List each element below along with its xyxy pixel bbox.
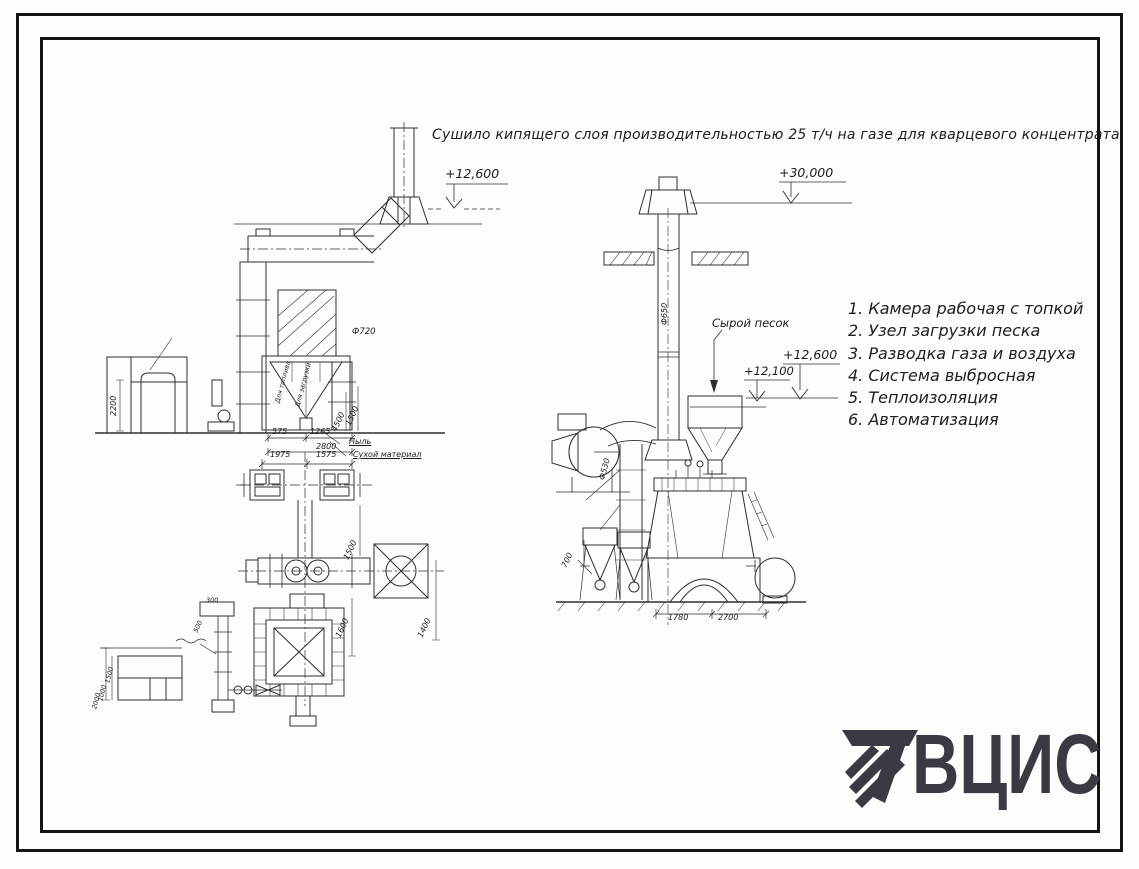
- drawing-right-elevation: [551, 176, 852, 625]
- dim-plan-small-a: 300: [206, 596, 219, 604]
- legend-item-6: 6. Автоматизация: [848, 410, 999, 430]
- legend-item-4: 4. Система выбросная: [848, 365, 1036, 385]
- dim-base-a: 575: [272, 427, 288, 436]
- dim-right-base-a: 1780: [668, 613, 689, 622]
- legend-item-3: 3. Разводка газа и воздуха: [848, 343, 1076, 363]
- dim-base-b: 1265: [310, 427, 331, 436]
- legend-item-1: 1. Камера рабочая с топкой: [848, 299, 1084, 318]
- label-dia-650: Ф650: [660, 302, 669, 325]
- drawing-title: Сушило кипящего слоя производительностью…: [432, 127, 1120, 143]
- label-dust: Пыль: [349, 437, 372, 446]
- drawing-left-elevation: [95, 122, 508, 457]
- dim-left-box-height: 2200: [109, 395, 118, 416]
- component-legend: 1. Камера рабочая с топкой 2. Узел загру…: [848, 298, 1083, 432]
- vcis-logo-icon: [842, 730, 918, 808]
- drawing-plan-view: [100, 452, 444, 727]
- dim-right-base-b: 2700: [718, 613, 739, 622]
- legend-item-5: 5. Теплоизоляция: [848, 388, 998, 408]
- elevation-mark-stack-top: +30,000: [779, 165, 834, 180]
- dim-plan-top-a: 1975: [270, 450, 291, 459]
- elevation-mark-mid-a: +12,100: [744, 364, 794, 378]
- label-raw-sand: Сырой песок: [712, 316, 790, 330]
- elevation-mark-mid-b: +12,600: [783, 347, 838, 362]
- elevation-mark-left: +12,600: [445, 166, 500, 181]
- vcis-logo-text: ВЦИС: [912, 717, 1102, 811]
- raw-sand-arrowhead: [710, 380, 718, 393]
- legend-item-2: 2. Узел загрузки песка: [848, 321, 1041, 341]
- sheet-border-inner: [40, 37, 1100, 833]
- sheet-border-outer: [16, 13, 1123, 852]
- dim-plan-top-b: 1575: [316, 450, 337, 459]
- label-dry-material: Сухой материал: [353, 450, 422, 459]
- label-dia-720: Ф720: [352, 327, 376, 337]
- dim-base-total: 2800: [316, 442, 337, 451]
